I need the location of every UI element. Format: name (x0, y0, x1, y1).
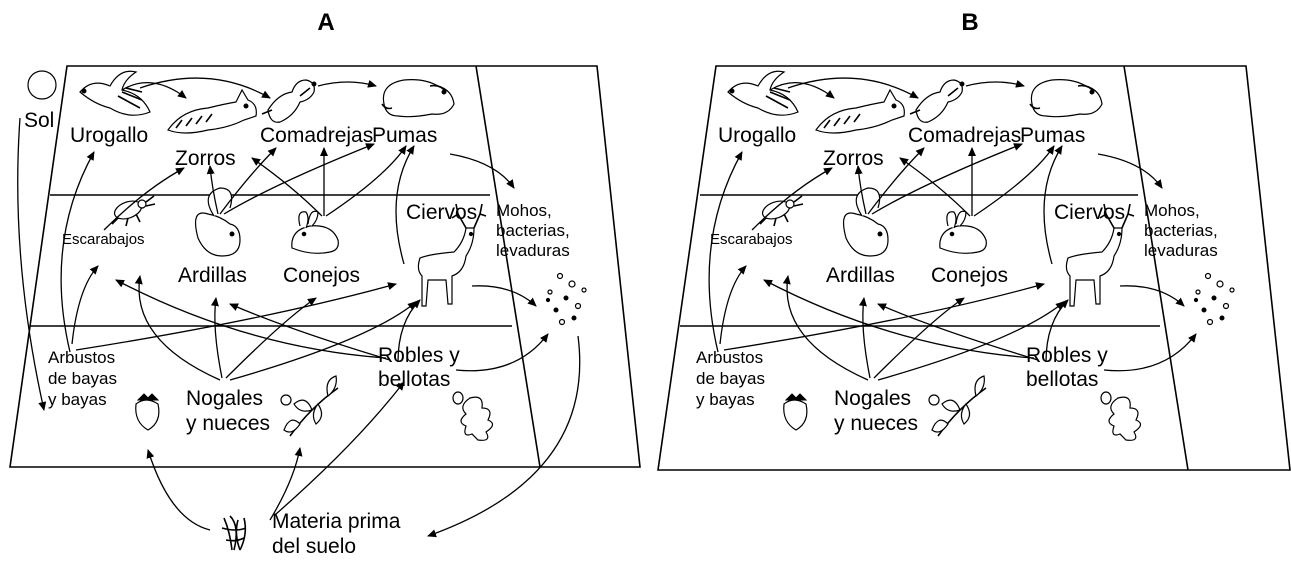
oaks-label-line-2: bellotas (378, 368, 450, 391)
oaks-label-line-1: Robles y (1026, 344, 1108, 367)
weasels-label: Comadrejas (260, 124, 373, 147)
deer-icon (417, 203, 487, 307)
squirrels-label: Ardillas (178, 264, 247, 287)
beetle-icon (759, 195, 804, 227)
grouse-icon (727, 70, 799, 116)
walnuts-label-line-1: Nogales (834, 387, 911, 410)
molds-label-line-2: bacterias, (1144, 221, 1218, 240)
walnut-leaf-icon (280, 375, 339, 437)
shrubs-label-line-3: y bayas (48, 390, 107, 409)
panel-letter-b: B (961, 9, 978, 36)
molds-label-line-3: levaduras (1144, 241, 1218, 260)
soil-icon (221, 515, 247, 551)
panel-b: B Urogallo Zorros Comadrejas Pumas (657, 9, 1291, 471)
shrubs-label-line-2: de bayas (48, 369, 117, 388)
rabbits-label: Conejos (931, 264, 1008, 287)
cougar-icon (381, 79, 455, 118)
walnuts-label-line-2: y nueces (186, 412, 270, 435)
rabbits-label: Conejos (283, 264, 360, 287)
microbes-icon (1193, 272, 1235, 326)
molds-label-line-2: bacterias, (496, 221, 570, 240)
molds-label-line-3: levaduras (496, 241, 570, 260)
cougar-icon (1029, 79, 1103, 118)
weasel-icon (261, 79, 317, 123)
strawberry-icon (135, 393, 160, 431)
ecosystem-frame (657, 65, 1291, 471)
soil-label-line-1: Materia prima (272, 510, 401, 533)
rabbit-icon (939, 210, 987, 254)
oak-leaf-icon (452, 391, 494, 441)
deer-label: Ciervos (406, 201, 477, 224)
fox-icon (815, 88, 905, 134)
molds-label-line-1: Mohos, (496, 201, 552, 220)
oaks-label-line-2: bellotas (1026, 368, 1098, 391)
panel-letter-a: A (317, 9, 334, 36)
deer-icon (1065, 203, 1135, 307)
shrubs-label-line-1: Arbustos (696, 348, 763, 367)
sun-icon (27, 70, 57, 100)
foxes-label: Zorros (175, 147, 236, 170)
rabbit-icon (291, 210, 339, 254)
foxes-label: Zorros (823, 147, 884, 170)
decomposer-divider (1123, 65, 1189, 471)
oak-leaf-icon (1100, 391, 1142, 441)
shrubs-label-line-1: Arbustos (48, 348, 115, 367)
shrubs-label-line-2: de bayas (696, 369, 765, 388)
grouse-label: Urogallo (718, 124, 796, 147)
panel-a: A Sol Urogallo Zorros Comadrejas (9, 9, 641, 558)
cougars-label: Pumas (1020, 124, 1085, 147)
walnuts-label-line-2: y nueces (834, 412, 918, 435)
weasel-icon (909, 79, 965, 123)
shrubs-label-line-3: y bayas (696, 390, 755, 409)
walnut-leaf-icon (928, 375, 987, 437)
food-web-arrows-b (708, 77, 1197, 381)
walnuts-label-line-1: Nogales (186, 387, 263, 410)
beetle-icon (111, 195, 156, 227)
squirrels-label: Ardillas (826, 264, 895, 287)
soil-label-line-2: del suelo (272, 535, 356, 558)
cougars-label: Pumas (372, 124, 437, 147)
grouse-label: Urogallo (70, 124, 148, 147)
fox-icon (167, 88, 257, 134)
beetles-label: Escarabajos (62, 231, 145, 248)
squirrel-icon (195, 187, 241, 257)
molds-label-line-1: Mohos, (1144, 201, 1200, 220)
microbes-icon (545, 272, 587, 326)
deer-label: Ciervos (1054, 201, 1125, 224)
sun-label: Sol (24, 109, 54, 132)
beetles-label: Escarabajos (710, 231, 793, 248)
decomposer-divider (475, 65, 541, 468)
squirrel-icon (843, 187, 889, 257)
food-web-arrows-a (17, 77, 581, 538)
grouse-icon (79, 70, 151, 116)
strawberry-icon (783, 393, 808, 431)
weasels-label: Comadrejas (908, 124, 1021, 147)
oaks-label-line-1: Robles y (378, 344, 460, 367)
